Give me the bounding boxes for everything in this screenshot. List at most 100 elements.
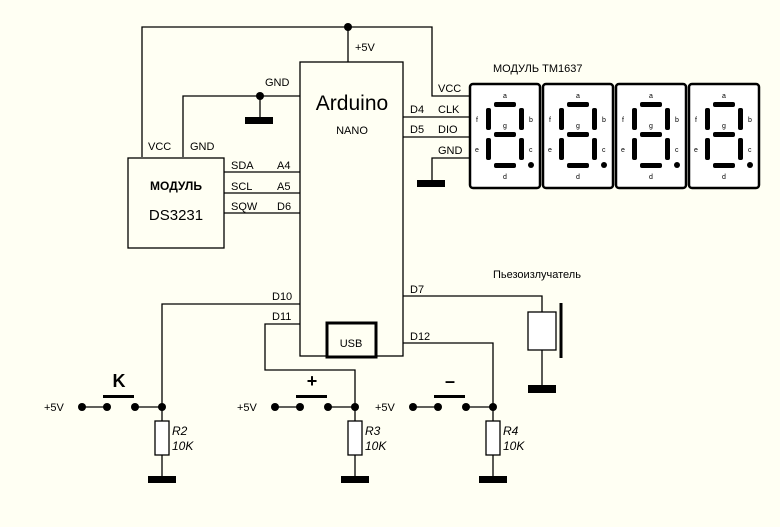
- pin-d6: D6: [277, 201, 291, 213]
- switch-actuator: [296, 395, 327, 398]
- tm1637-wiring: VCC D4 CLK D5 DIO GND МОДУЛЬ TM1637: [403, 63, 583, 187]
- button-label: +: [307, 371, 318, 391]
- wire-d11: [264, 323, 356, 407]
- pin-clk: CLK: [438, 104, 460, 116]
- usb-port: [325, 321, 378, 359]
- segment-b: [738, 108, 743, 130]
- usb-label: USB: [340, 338, 363, 350]
- button-label: –: [445, 371, 455, 391]
- segment-g: [494, 132, 516, 137]
- ground-symbol: [479, 476, 507, 483]
- segment-label: d: [576, 174, 580, 181]
- resistor-value: 10K: [503, 439, 525, 453]
- pin-d12: D12: [410, 331, 430, 343]
- decimal-point: [674, 162, 680, 168]
- switch-actuator: [103, 395, 134, 398]
- segment-e: [632, 138, 637, 160]
- segment-label: e: [475, 147, 479, 154]
- segment-label: a: [503, 93, 507, 100]
- pin-d11: D11: [272, 311, 291, 323]
- segment-d: [494, 163, 516, 168]
- ground-symbol: [341, 476, 369, 483]
- gnd-net: GND: [182, 77, 300, 157]
- ground-symbol: [148, 476, 176, 483]
- supply-label: +5V: [237, 402, 258, 414]
- segment-label: b: [675, 117, 679, 124]
- segment-label: a: [649, 93, 653, 100]
- contact-dot: [462, 403, 470, 411]
- contact-dot: [324, 403, 332, 411]
- contact-dot: [271, 403, 279, 411]
- supply-label: +5V: [375, 402, 396, 414]
- segment-label: g: [722, 123, 726, 130]
- pin-sqw: SQW: [231, 201, 258, 213]
- switch-actuator: [434, 395, 465, 398]
- arduino-gnd-label: GND: [265, 77, 290, 89]
- pin-scl: SCL: [231, 181, 252, 193]
- tm1637-title: МОДУЛЬ TM1637: [493, 63, 583, 75]
- segment-f: [705, 108, 710, 130]
- segment-label: b: [748, 117, 752, 124]
- segment-label: f: [695, 117, 697, 124]
- pin-d4: D4: [410, 104, 424, 116]
- contact-dot: [78, 403, 86, 411]
- segment-a: [567, 102, 589, 107]
- segment-label: e: [621, 147, 625, 154]
- ground-symbol: [528, 385, 556, 393]
- segment-e: [486, 138, 491, 160]
- ds3231-gnd-label: GND: [190, 141, 215, 153]
- arduino-5v-label: +5V: [355, 42, 376, 54]
- contact-dot: [296, 403, 304, 411]
- segment-label: c: [602, 147, 606, 154]
- segment-label: d: [503, 174, 507, 181]
- segment-c: [738, 138, 743, 160]
- segment-d: [713, 163, 735, 168]
- segment-label: e: [548, 147, 552, 154]
- arduino-title: Arduino: [316, 92, 388, 115]
- segment-label: d: [722, 174, 726, 181]
- segment-f: [632, 108, 637, 130]
- segment-label: d: [649, 174, 653, 181]
- pin-vcc: VCC: [438, 83, 461, 95]
- pin-gnd: GND: [438, 145, 463, 157]
- segment-f: [486, 108, 491, 130]
- arduino-subtitle: NANO: [336, 125, 368, 137]
- decimal-point: [601, 162, 607, 168]
- segment-b: [665, 108, 670, 130]
- ds3231-title: МОДУЛЬ: [150, 179, 202, 193]
- segment-label: c: [748, 147, 752, 154]
- segment-g: [567, 132, 589, 137]
- pin-dio: DIO: [438, 124, 458, 136]
- supply-label: +5V: [44, 402, 65, 414]
- arduino-nano: Arduino NANO USB: [299, 61, 404, 359]
- segment-label: c: [675, 147, 679, 154]
- segment-label: a: [722, 93, 726, 100]
- pin-a4: A4: [277, 160, 290, 172]
- resistor: [485, 420, 501, 456]
- button-label: K: [113, 371, 126, 391]
- segment-d: [640, 163, 662, 168]
- resistor-name: R4: [503, 424, 519, 438]
- segment-g: [713, 132, 735, 137]
- pin-a5: A5: [277, 181, 290, 193]
- ground-symbol: [245, 117, 273, 124]
- resistor-name: R3: [365, 424, 381, 438]
- power-rail: +5V: [141, 23, 470, 157]
- decimal-point: [528, 162, 534, 168]
- resistor-value: 10K: [172, 439, 194, 453]
- segment-d: [567, 163, 589, 168]
- ds3231-model: DS3231: [149, 207, 203, 224]
- pin-d7: D7: [410, 284, 424, 296]
- segment-label: b: [529, 117, 533, 124]
- segment-label: e: [694, 147, 698, 154]
- contact-dot: [409, 403, 417, 411]
- segment-label: g: [576, 123, 580, 130]
- contact-dot: [131, 403, 139, 411]
- ground-symbol: [417, 180, 445, 187]
